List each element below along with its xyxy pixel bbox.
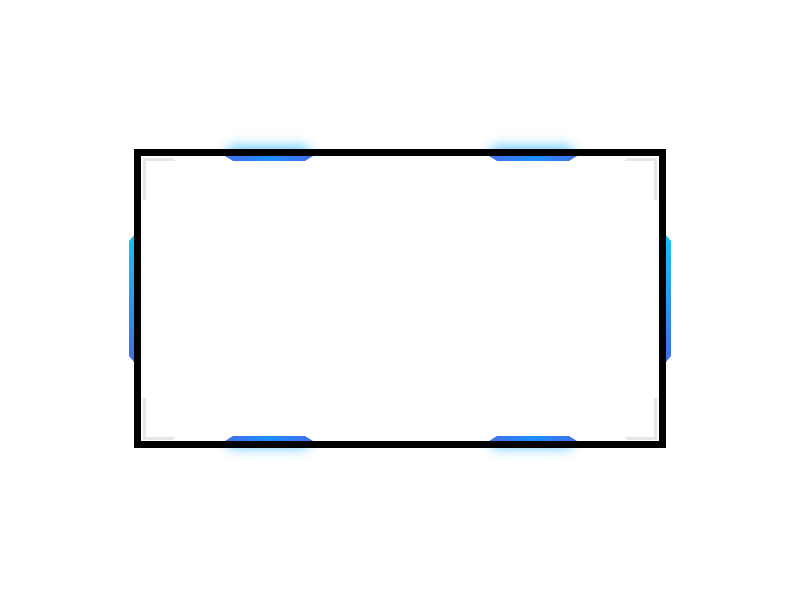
accent-bar-bottom-right: [489, 436, 577, 441]
accent-bar-left-side: [129, 235, 134, 362]
frame-border: [134, 149, 666, 448]
accent-bar-top-right: [489, 156, 577, 161]
accent-bar-right-side: [666, 235, 671, 362]
accent-bar-bottom-left: [225, 436, 313, 441]
accent-bar-top-left: [225, 156, 313, 161]
